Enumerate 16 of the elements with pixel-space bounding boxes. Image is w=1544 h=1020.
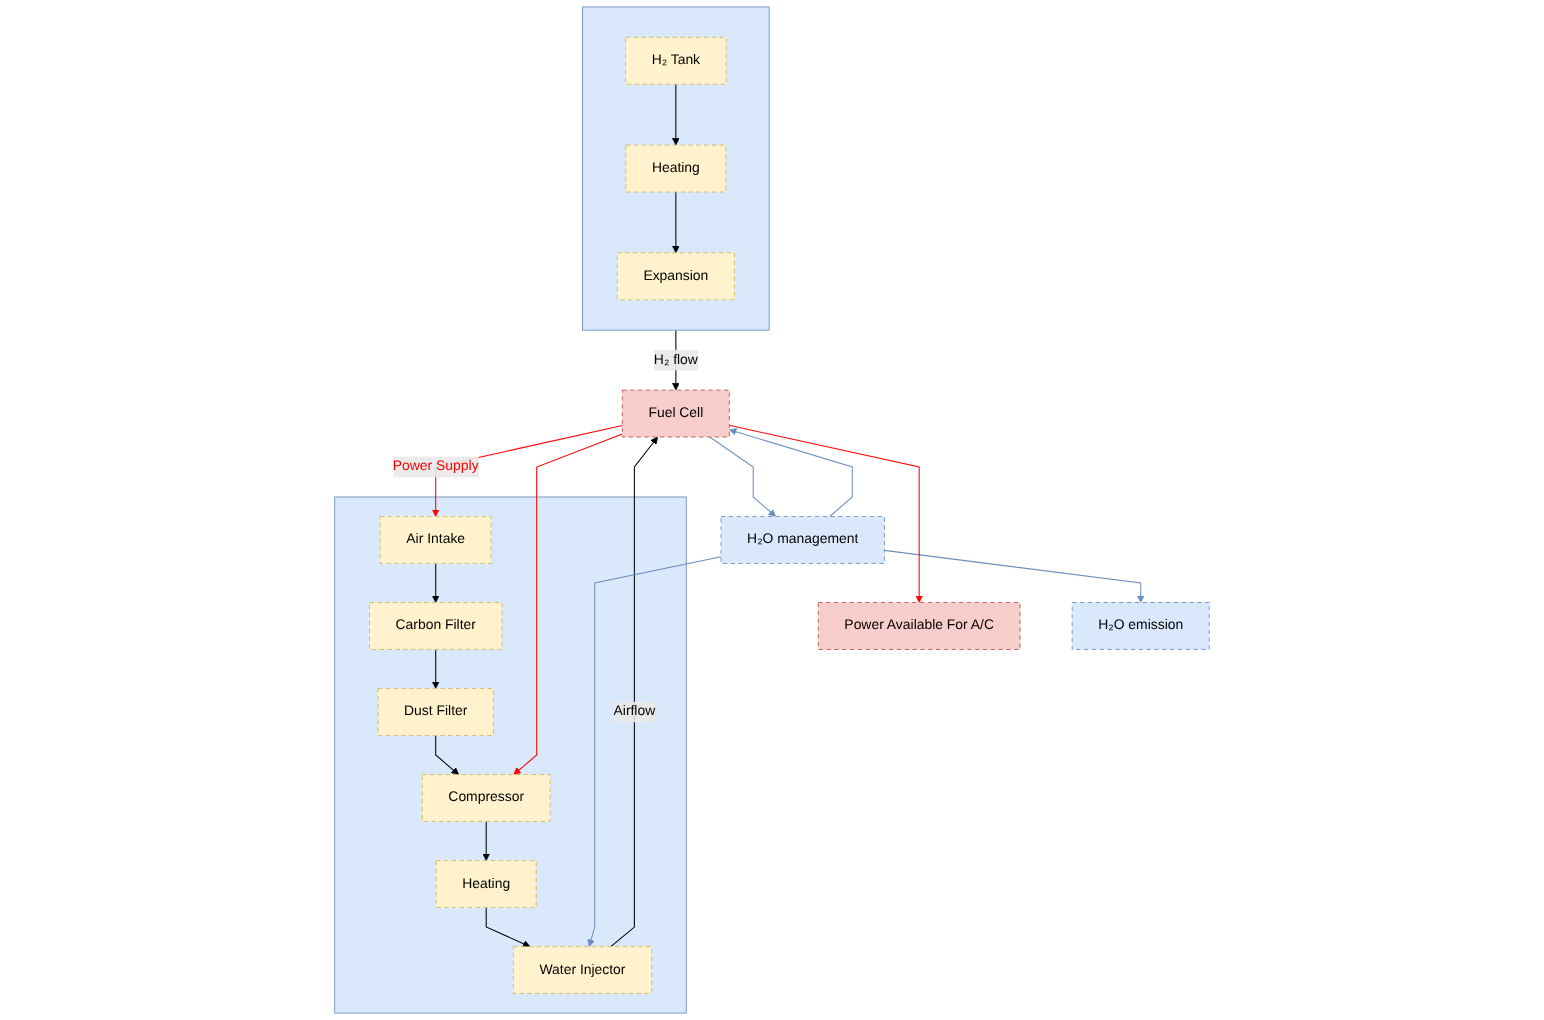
arrow [431,562,440,603]
arrow [485,906,531,948]
arrow [672,191,680,254]
arrow [431,648,440,689]
arrow [610,436,658,948]
arrow [513,433,623,775]
arrow [709,436,777,517]
cluster [334,496,687,1014]
arrow [672,83,680,146]
arrow [729,428,853,518]
arrow [883,549,1145,603]
arrow [587,556,722,947]
arrow [435,734,459,775]
cluster [582,6,770,331]
arrow [728,424,923,603]
arrow [482,820,491,861]
